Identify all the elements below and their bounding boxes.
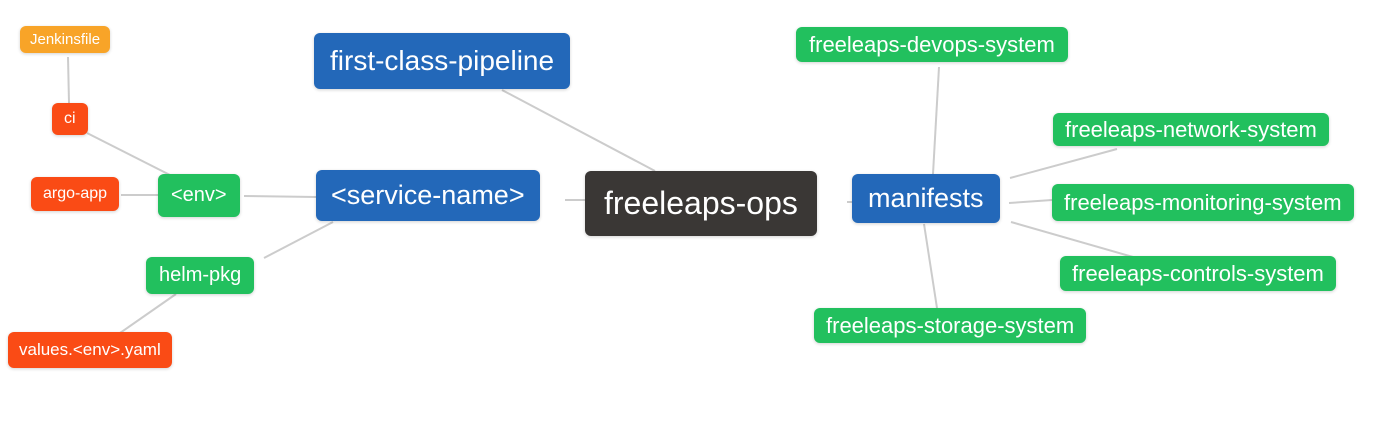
node-service-name[interactable]: <service-name> bbox=[316, 170, 540, 222]
edge-manifests-to-freeleaps-monitoring-system bbox=[1008, 199, 1053, 204]
edge-service-name-to-helm-pkg bbox=[263, 221, 334, 259]
node-freeleaps-devops-system[interactable]: freeleaps-devops-system bbox=[796, 27, 1068, 63]
edge-helm-pkg-to-values-env-yaml bbox=[119, 293, 177, 334]
node-helm-pkg[interactable]: helm-pkg bbox=[146, 257, 255, 294]
edge-first-class-pipeline-to-freeleaps-ops bbox=[501, 89, 656, 172]
edge-ci-to-env bbox=[86, 132, 171, 176]
edge-manifests-to-freeleaps-devops-system bbox=[932, 66, 940, 175]
edge-env-to-service-name bbox=[243, 195, 317, 198]
node-freeleaps-controls-system[interactable]: freeleaps-controls-system bbox=[1060, 256, 1336, 292]
node-manifests[interactable]: manifests bbox=[852, 174, 1000, 224]
node-freeleaps-network-system[interactable]: freeleaps-network-system bbox=[1053, 113, 1329, 147]
node-freeleaps-storage-system[interactable]: freeleaps-storage-system bbox=[814, 308, 1087, 344]
edge-jenkinsfile-to-ci bbox=[67, 56, 70, 104]
edge-manifests-to-freeleaps-controls-system bbox=[1010, 221, 1134, 258]
node-env[interactable]: <env> bbox=[158, 174, 240, 217]
edge-manifests-to-freeleaps-network-system bbox=[1009, 148, 1118, 179]
node-freeleaps-monitoring-system[interactable]: freeleaps-monitoring-system bbox=[1052, 184, 1354, 222]
node-freeleaps-ops[interactable]: freeleaps-ops bbox=[585, 171, 817, 236]
node-jenkinsfile[interactable]: Jenkinsfile bbox=[20, 26, 111, 54]
edge-manifests-to-freeleaps-storage-system bbox=[923, 223, 938, 309]
node-argo-app[interactable]: argo-app bbox=[31, 177, 120, 212]
node-values-env-yaml[interactable]: values.<env>.yaml bbox=[8, 332, 172, 368]
node-ci[interactable]: ci bbox=[52, 103, 88, 136]
node-first-class-pipeline[interactable]: first-class-pipeline bbox=[314, 33, 571, 90]
